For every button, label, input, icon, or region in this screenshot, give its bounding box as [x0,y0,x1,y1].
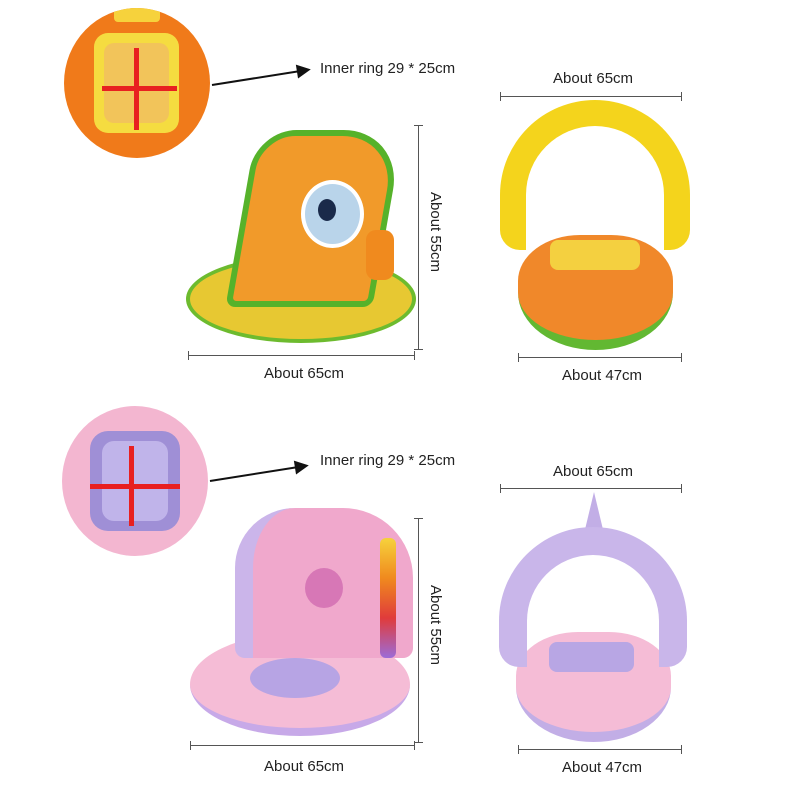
inner-ring-label: Inner ring 29 * 25cm [320,452,456,469]
width-dimension-line [188,351,415,360]
side-width-label: About 65cm [264,365,345,382]
inner-ring-label: Inner ring 29 * 25cm [320,60,456,77]
bottom-width-dimension-line [518,745,682,754]
top-width-dimension-line [500,484,682,493]
inner-ring-closeup [62,406,208,556]
side-width-label: About 65cm [264,758,345,775]
height-dimension-line [414,125,423,350]
cross-arrow-icon [90,484,180,489]
top-width-dimension-line [500,92,682,101]
front-view-image [500,100,690,350]
side-view-image [186,125,416,345]
side-height-label: About 55cm [427,192,444,273]
front-bottom-width-label: About 47cm [562,367,643,384]
front-bottom-width-label: About 47cm [562,759,643,776]
width-dimension-line [190,741,415,750]
side-view-image [190,508,415,738]
pointer-arrow-icon [211,68,307,86]
side-height-label: About 55cm [427,585,444,666]
bottom-width-dimension-line [518,353,682,362]
front-top-width-label: About 65cm [553,70,634,87]
inner-ring-closeup [64,8,210,158]
height-dimension-line [414,518,423,743]
front-top-width-label: About 65cm [553,463,634,480]
cross-arrow-icon [102,86,177,91]
front-view-image [494,492,690,742]
pointer-arrow-icon [209,464,305,482]
